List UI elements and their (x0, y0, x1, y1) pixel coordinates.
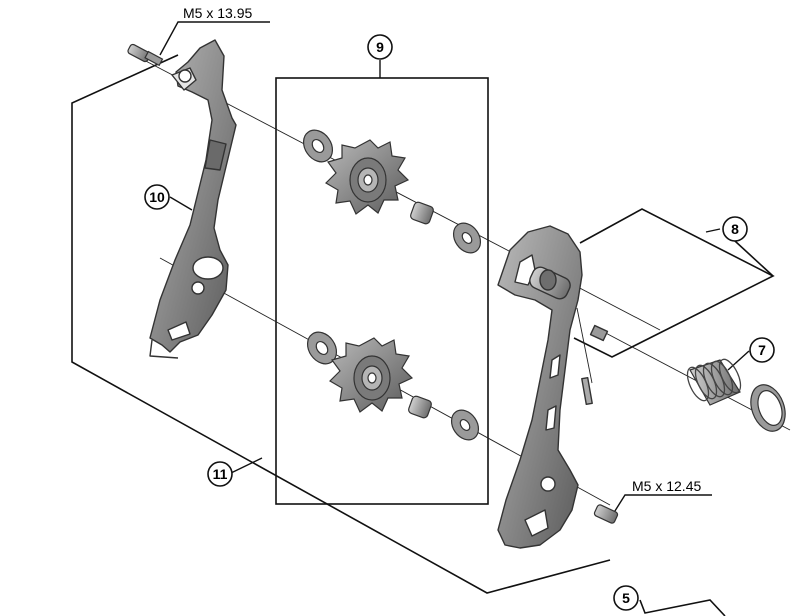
outer-cage-plate (497, 225, 609, 549)
svg-text:7: 7 (758, 342, 766, 358)
svg-text:11: 11 (213, 466, 228, 482)
callout-11: 11 (207, 461, 233, 487)
spring (686, 358, 742, 406)
bottom-screw (593, 504, 619, 524)
group-5-outline (639, 599, 726, 616)
callout-9: 9 (367, 34, 393, 60)
callout-5: 5 (613, 585, 639, 611)
screw-bottom-label: M5 x 12.45 (632, 478, 701, 494)
svg-text:5: 5 (622, 590, 630, 606)
inner-cage-plate (149, 39, 237, 359)
ring-washer (750, 384, 786, 432)
pulley-set (302, 129, 482, 441)
lower-pulley (329, 337, 414, 413)
upper-pulley (325, 139, 410, 215)
top-screw (127, 43, 164, 67)
callout-7: 7 (749, 337, 775, 363)
screw-top-label: M5 x 13.95 (183, 5, 252, 21)
svg-text:8: 8 (731, 221, 739, 237)
svg-text:9: 9 (376, 39, 384, 55)
group-11-outline (71, 54, 611, 594)
leader-lines (159, 21, 750, 523)
group-outlines (71, 54, 775, 616)
group-9-box (275, 77, 489, 505)
callout-8: 8 (722, 216, 748, 242)
svg-text:10: 10 (149, 189, 165, 205)
callout-10: 10 (144, 184, 170, 210)
